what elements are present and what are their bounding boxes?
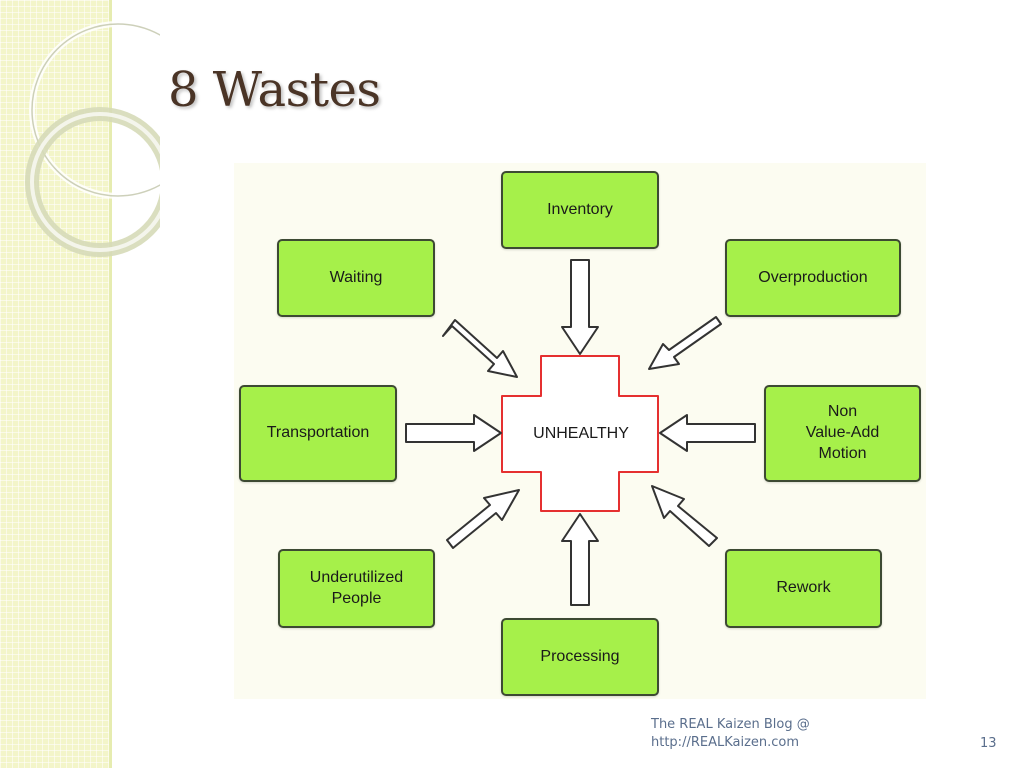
arrow-from-waiting: [442, 319, 518, 378]
arrow-from-inventory: [561, 259, 599, 355]
footer-line-2: http://REALKaizen.com: [651, 734, 800, 750]
arrow-from-transportation: [405, 414, 502, 452]
footer-line-1: The REAL Kaizen Blog @: [651, 717, 810, 732]
footer-credit: The REAL Kaizen Blog @ http://REALKaizen…: [651, 716, 810, 751]
arrow-from-rework: [651, 485, 718, 547]
slide-title: 8 Wastes: [168, 62, 381, 118]
waste-box-underutilized: Underutilized People: [278, 549, 435, 628]
waste-box-inventory: Inventory: [501, 171, 659, 249]
decorative-circles: [25, 21, 160, 257]
waste-box-processing: Processing: [501, 618, 659, 696]
page-number: 13: [980, 736, 997, 751]
arrow-from-processing: [561, 513, 599, 606]
waste-box-overproduction: Overproduction: [725, 239, 901, 317]
waste-box-waiting: Waiting: [277, 239, 435, 317]
arrow-from-overproduction: [648, 316, 722, 370]
arrow-from-motion: [659, 414, 756, 452]
waste-box-motion: Non Value-Add Motion: [764, 385, 921, 482]
arrow-from-underutilized: [446, 489, 520, 549]
unhealthy-cross: [501, 355, 659, 512]
waste-box-transportation: Transportation: [239, 385, 397, 482]
center-label: UNHEALTHY: [533, 425, 629, 442]
waste-box-rework: Rework: [725, 549, 882, 628]
